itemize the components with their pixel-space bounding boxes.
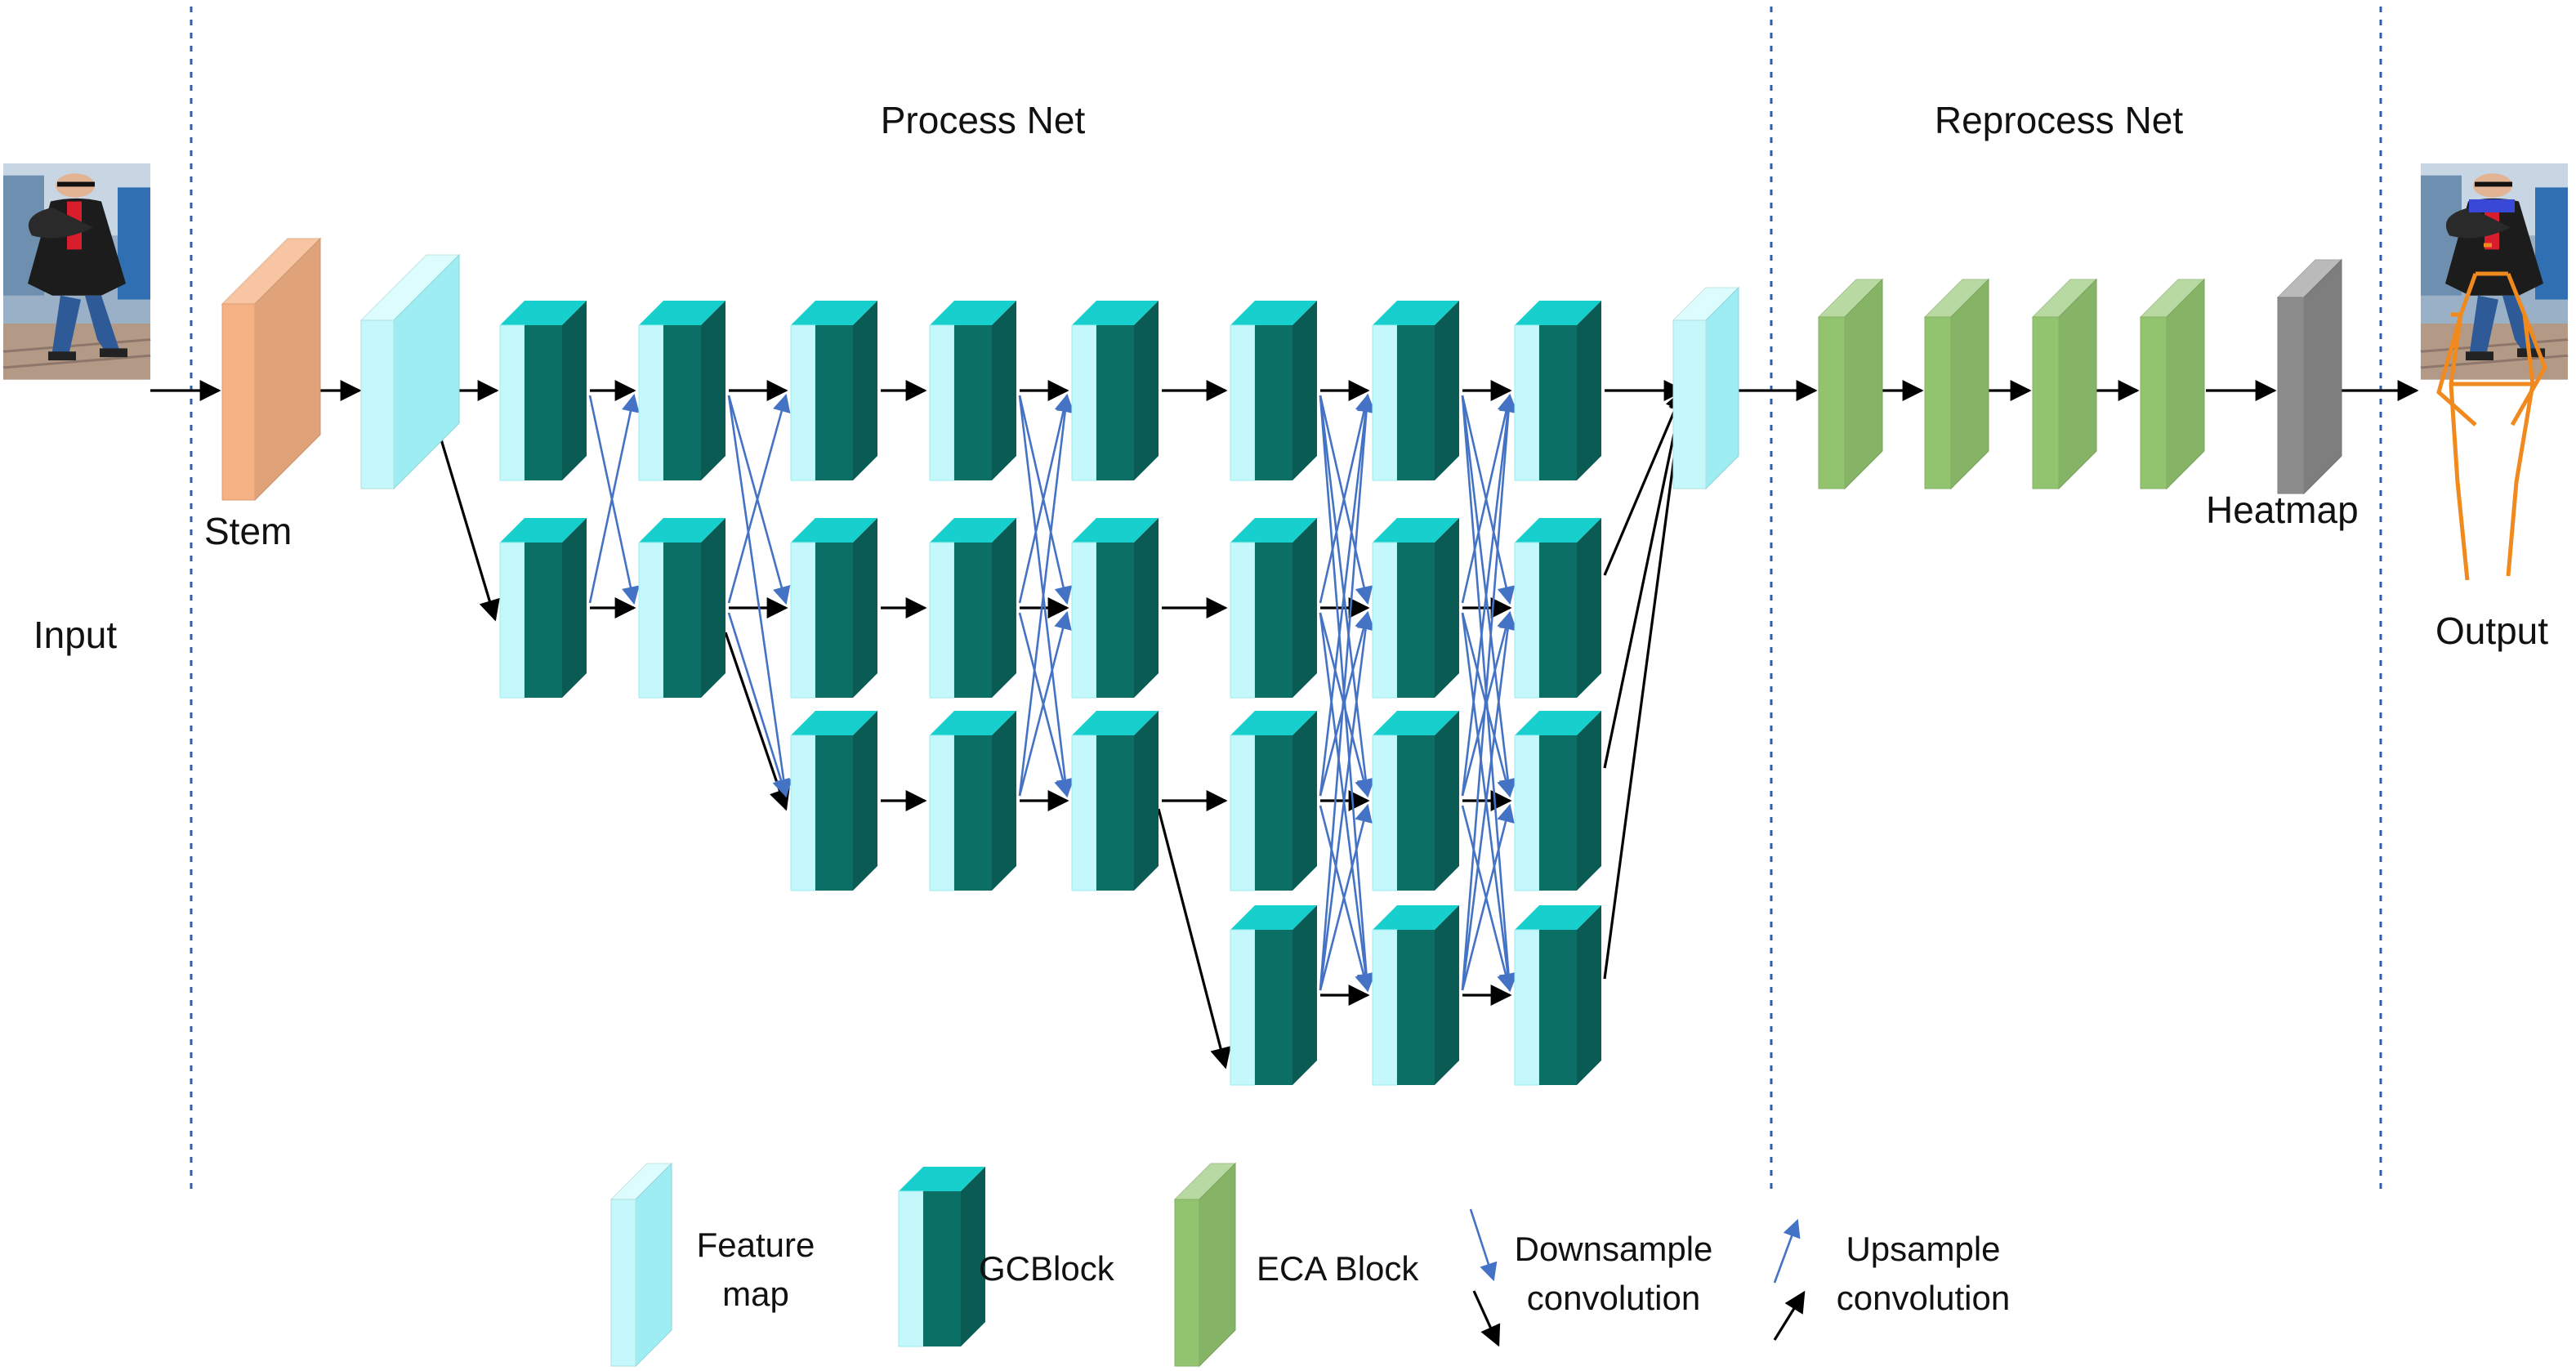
forward-arrow <box>1157 808 1231 1070</box>
gcblock-c2-r1 <box>638 301 725 481</box>
output-skeleton <box>2436 199 2547 581</box>
heatmap-label: Heatmap <box>2206 489 2359 531</box>
legend: Feature map GCBlock ECA Block Downsample… <box>609 1162 2010 1368</box>
legend-downsample-line1: Downsample <box>1515 1230 1713 1268</box>
eca-block-2 <box>1923 278 1990 490</box>
gcblock-c6-r1 <box>1230 301 1317 481</box>
legend-downsample-line2: convolution <box>1527 1279 1700 1317</box>
legend-eca-icon <box>1173 1162 1237 1368</box>
exchange-arrow <box>1461 610 1517 991</box>
output-label: Output <box>2435 610 2548 652</box>
gcblock-c6-r4 <box>1230 905 1317 1086</box>
exchange-arrow <box>1461 393 1516 604</box>
heatmap-block <box>2276 258 2343 495</box>
exchange-arrow <box>1319 393 1376 991</box>
gcblock-c5-r1 <box>1071 301 1159 481</box>
exchange-arrow <box>727 393 791 604</box>
gcblock-c8-r1 <box>1514 301 1601 481</box>
legend-downsample-blue-icon <box>1469 1208 1498 1282</box>
gcblock-c8-r3 <box>1514 711 1601 891</box>
gcblock-c6-r3 <box>1230 711 1317 891</box>
network-blocks <box>221 237 2343 1086</box>
forward-arrow <box>724 632 790 811</box>
gcblock-c1-r1 <box>499 301 587 481</box>
gcblock-c7-r1 <box>1372 301 1459 481</box>
legend-upsample-black-icon <box>1773 1290 1806 1341</box>
gcblock-c8-r4 <box>1514 905 1601 1086</box>
exchange-arrows <box>588 393 1518 993</box>
legend-feature-map-line1: Feature <box>697 1226 815 1264</box>
exchange-arrow <box>1319 393 1373 604</box>
gcblock-c5-r3 <box>1071 711 1159 891</box>
exchange-arrow <box>1018 393 1073 604</box>
output-image <box>2421 163 2568 380</box>
legend-feature-map-icon <box>609 1162 673 1368</box>
eca-block-3 <box>2031 278 2098 490</box>
gcblock-c5-r2 <box>1071 518 1159 699</box>
exchange-arrow <box>1319 393 1375 797</box>
gcblock-c7-r4 <box>1372 905 1459 1086</box>
legend-downsample-black-icon <box>1472 1290 1501 1347</box>
section-dividers <box>190 7 2382 1189</box>
gcblock-c4-r3 <box>929 711 1016 891</box>
legend-gcblock-icon <box>898 1167 985 1347</box>
exchange-arrow <box>727 612 790 798</box>
exchange-arrow <box>1018 393 1074 797</box>
exchange-arrow <box>1319 610 1375 991</box>
gcblock-c4-r2 <box>929 518 1016 699</box>
exchange-arrow <box>1461 393 1517 797</box>
gcblock-c4-r1 <box>929 301 1016 481</box>
gcblock-c3-r3 <box>790 711 877 891</box>
exchange-arrow <box>1461 803 1515 991</box>
stem-label: Stem <box>204 510 292 552</box>
legend-upsample-blue-icon <box>1773 1218 1801 1284</box>
reprocess-net-title: Reprocess Net <box>1935 99 2183 141</box>
eca-block-1 <box>1817 278 1884 490</box>
input-label: Input <box>33 614 118 656</box>
feature-map-2 <box>1672 286 1740 490</box>
exchange-arrow <box>1461 393 1518 991</box>
legend-gcblock-label: GCBlock <box>979 1249 1115 1288</box>
gcblock-c2-r2 <box>638 518 725 699</box>
gcblock-c7-r3 <box>1372 711 1459 891</box>
process-net-title: Process Net <box>881 99 1086 141</box>
gcblock-c8-r2 <box>1514 518 1601 699</box>
gcblock-c3-r2 <box>790 518 877 699</box>
forward-arrow <box>1603 388 1690 769</box>
gcblock-c1-r2 <box>499 518 587 699</box>
feature-map-1 <box>359 253 461 490</box>
exchange-arrow <box>1319 803 1373 991</box>
legend-upsample-line1: Upsample <box>1846 1230 2000 1268</box>
stem-block <box>221 237 322 502</box>
gcblock-c7-r2 <box>1372 518 1459 699</box>
forward-arrow <box>1603 388 1685 576</box>
input-image <box>3 163 150 380</box>
gcblock-c6-r2 <box>1230 518 1317 699</box>
legend-eca-label: ECA Block <box>1257 1249 1419 1288</box>
exchange-arrow <box>588 393 640 604</box>
exchange-arrow <box>1018 610 1072 797</box>
forward-arrow <box>1603 388 1691 980</box>
gcblock-c3-r1 <box>790 301 877 481</box>
legend-feature-map-line2: map <box>722 1275 789 1313</box>
eca-block-4 <box>2139 278 2206 490</box>
legend-upsample-line2: convolution <box>1837 1279 2010 1317</box>
exchange-arrow <box>727 395 793 798</box>
